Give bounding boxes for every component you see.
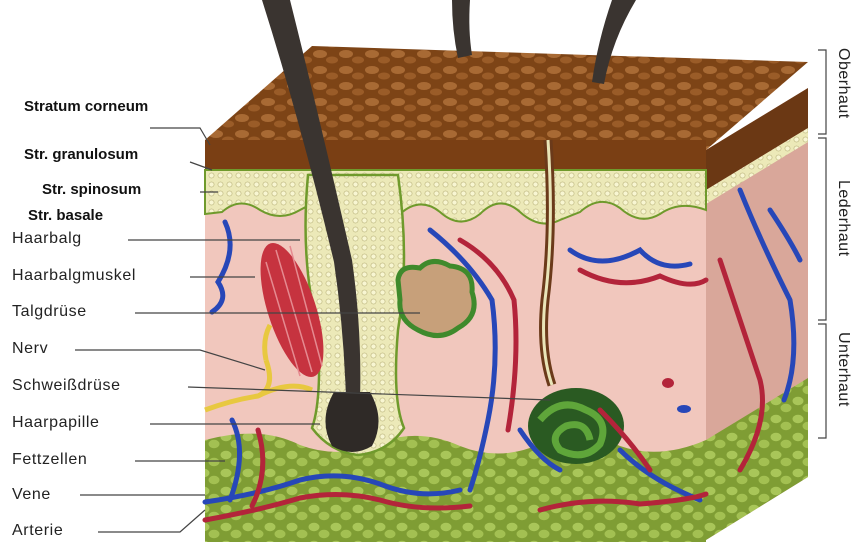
label-str-granulosum: Str. granulosum	[24, 146, 138, 163]
label-nerv: Nerv	[12, 340, 48, 358]
label-haarpapille: Haarpapille	[12, 414, 100, 432]
label-haarbalgmuskel: Haarbalgmuskel	[12, 267, 136, 285]
label-vene: Vene	[12, 486, 51, 504]
label-oberhaut: Oberhaut	[834, 48, 852, 119]
label-unterhaut: Unterhaut	[834, 332, 852, 407]
label-fettzellen: Fettzellen	[12, 451, 87, 469]
label-arterie: Arterie	[12, 522, 63, 540]
label-str-spinosum: Str. spinosum	[42, 181, 141, 198]
sebaceous-gland	[398, 261, 474, 335]
label-str-basale: Str. basale	[28, 207, 103, 224]
bracket-oberhaut	[818, 50, 826, 134]
layer-brackets	[818, 50, 826, 438]
bracket-lederhaut	[818, 138, 826, 320]
label-schweissdruese: Schweißdrüse	[12, 377, 121, 395]
label-talgdruese: Talgdrüse	[12, 303, 87, 321]
leader-arterie	[98, 510, 205, 532]
label-stratum-corneum: Stratum corneum	[24, 98, 148, 115]
label-haarbalg: Haarbalg	[12, 230, 82, 248]
label-lederhaut: Lederhaut	[834, 180, 852, 257]
leader-stratum-corneum	[150, 128, 210, 145]
bracket-unterhaut	[818, 324, 826, 438]
